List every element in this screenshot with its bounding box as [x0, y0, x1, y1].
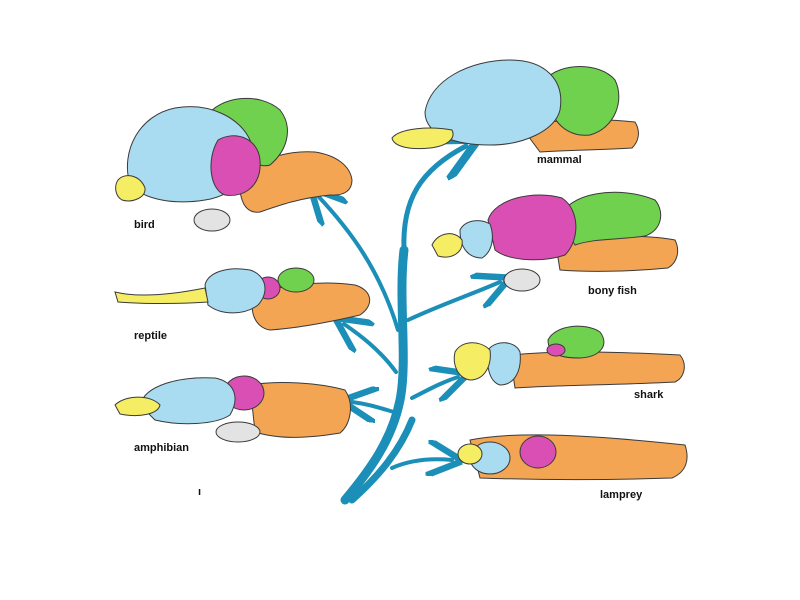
- lamprey-brain: [457, 434, 688, 480]
- shark-midbrain: [546, 343, 566, 357]
- bird-midbrain: [210, 135, 261, 196]
- bony-fish-midbrain: [487, 194, 577, 261]
- shark-olfactory-bulb: [453, 342, 491, 381]
- amphibian-olfactory-bulb: [114, 396, 161, 417]
- shark-brain: [453, 325, 685, 389]
- lamprey-olfactory-bulb: [457, 443, 483, 465]
- reptile-brain: [114, 267, 370, 331]
- branch-to-bony-fish: [406, 282, 500, 322]
- bony-fish-forebrain: [459, 220, 493, 259]
- phylogenetic-tree: [318, 146, 500, 505]
- amphibian-brain: [114, 375, 351, 443]
- label-reptile: reptile: [134, 330, 167, 342]
- mammal-cerebellum: [544, 66, 620, 136]
- bony-fish-brain: [431, 191, 679, 292]
- mammal-olfactory-bulb: [391, 127, 454, 150]
- mammal-forebrain: [424, 59, 562, 146]
- mammal-brain: [391, 59, 639, 153]
- label-shark: shark: [634, 389, 664, 401]
- lamprey-midbrain: [519, 435, 557, 469]
- amphibian-forebrain: [139, 377, 236, 425]
- label-bony-fish: bony fish: [588, 285, 637, 297]
- bony-fish-olfactory-bulb: [431, 233, 463, 258]
- bird-brain: [115, 97, 353, 232]
- branch-to-mammal: [401, 146, 466, 253]
- label-amphibian: amphibian: [134, 442, 189, 454]
- amphibian-pituitary: [215, 421, 261, 443]
- branch-to-shark: [410, 377, 458, 398]
- stray-mark: ı: [198, 486, 201, 498]
- bird-pituitary: [193, 208, 231, 232]
- label-bird: bird: [134, 219, 155, 231]
- branch-to-reptile: [344, 324, 398, 374]
- reptile-olfactory-tract: [114, 287, 209, 304]
- shark-hindbrain: [509, 351, 685, 389]
- amphibian-hindbrain: [249, 382, 351, 438]
- reptile-forebrain: [204, 268, 266, 314]
- tree-trunk: [340, 245, 409, 505]
- bird-hindbrain: [239, 151, 353, 213]
- bird-olfactory-bulb: [115, 175, 146, 202]
- bony-fish-pituitary: [503, 268, 541, 292]
- branch-to-lamprey: [390, 459, 452, 468]
- label-lamprey: lamprey: [600, 489, 643, 501]
- branch-to-amphibian: [352, 402, 396, 412]
- label-mammal: mammal: [537, 154, 582, 166]
- shark-forebrain: [487, 342, 521, 386]
- branch-to-bird: [318, 196, 400, 332]
- tree-trunk-lower: [348, 416, 416, 504]
- reptile-cerebellum: [277, 267, 315, 293]
- bony-fish-cerebellum: [559, 191, 662, 246]
